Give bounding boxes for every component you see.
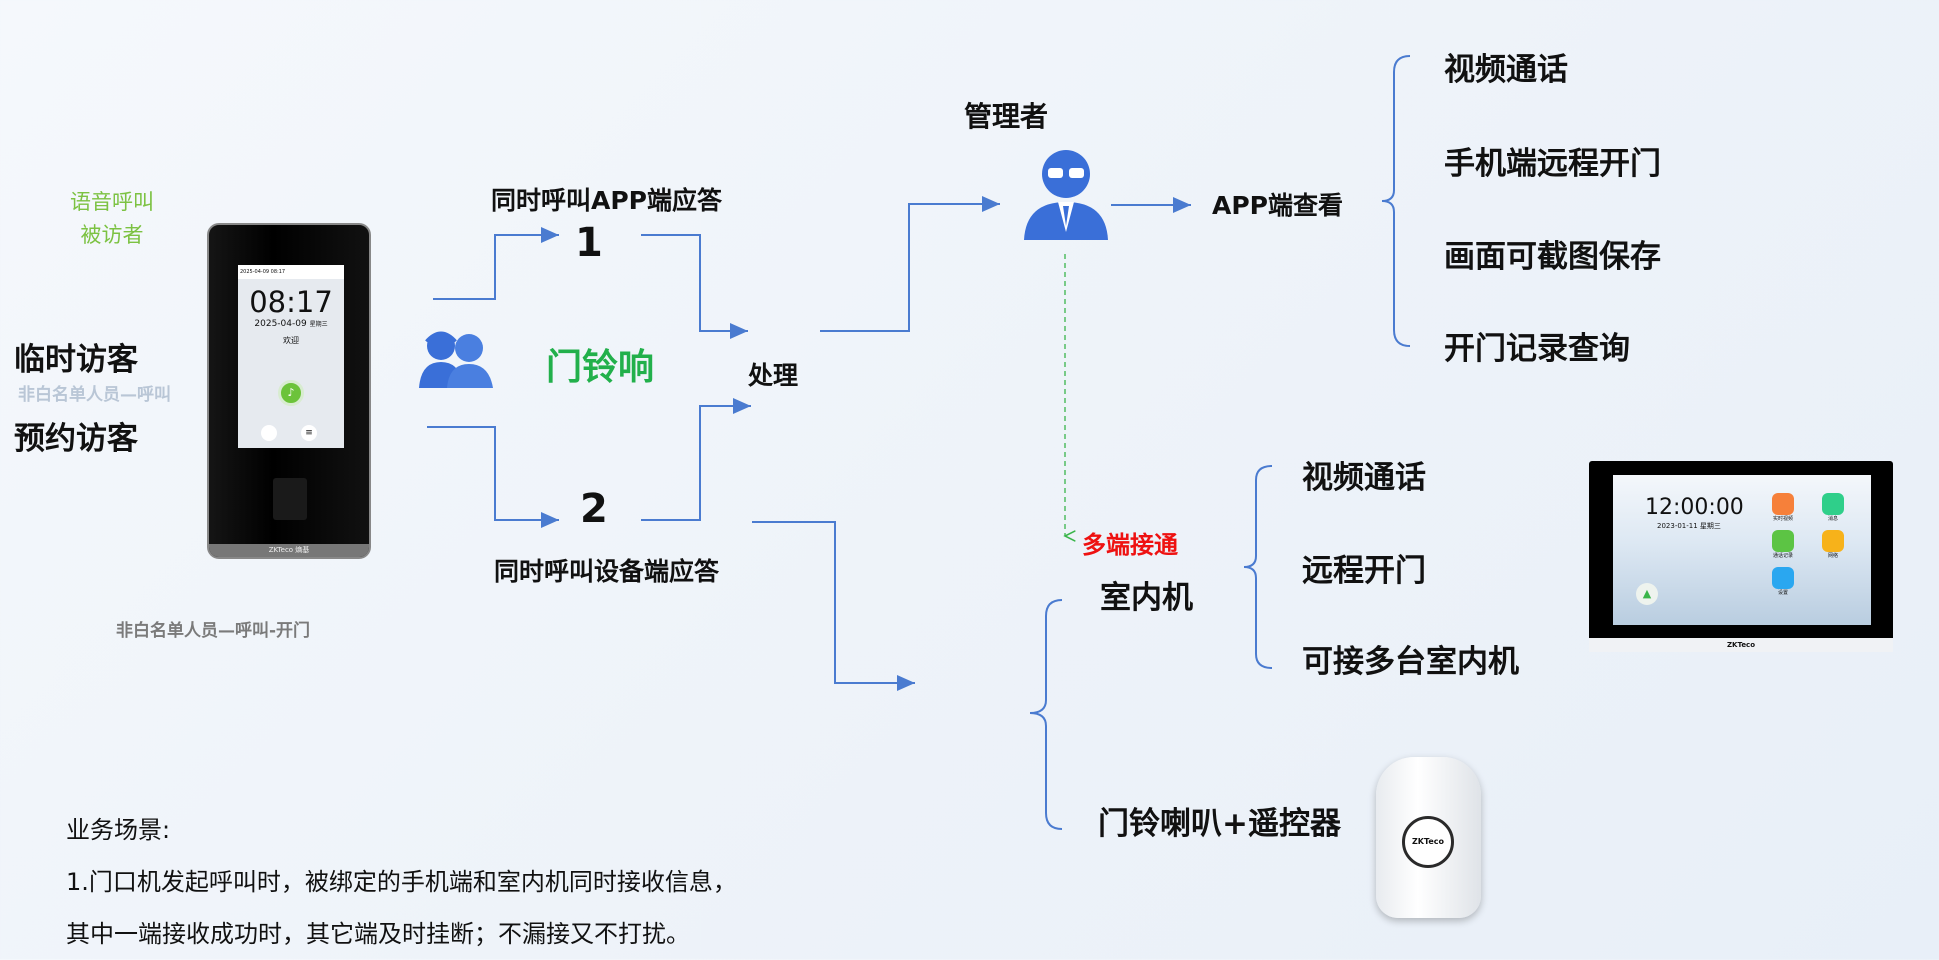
scenario-line: 1.门口机发起呼叫时，被绑定的手机端和室内机同时接收信息， bbox=[66, 868, 737, 896]
speaker-remote-label: 门铃喇叭+遥控器 bbox=[1098, 806, 1341, 842]
bell-icon[interactable]: ▲ bbox=[1636, 583, 1658, 605]
brace-devices bbox=[1029, 599, 1063, 830]
app-settings[interactable]: 设置 bbox=[1763, 567, 1803, 596]
app-live-video[interactable]: 实时视频 bbox=[1763, 493, 1803, 522]
device-clock: 08:17 bbox=[249, 285, 333, 319]
device-brand-logo: ZKTeco 熵基 bbox=[209, 544, 369, 557]
bell-call-icon: ♪ bbox=[278, 380, 304, 406]
overlay-faint-text: 非白名单人员—呼叫 bbox=[18, 385, 171, 405]
status-bar-time: 2025-04-09 08:17 bbox=[238, 265, 344, 279]
step-1: 1 bbox=[575, 220, 603, 266]
app-view-label: APP端查看 bbox=[1212, 191, 1343, 220]
manager-label: 管理者 bbox=[964, 100, 1049, 133]
call-app-label: 同时呼叫APP端应答 bbox=[491, 186, 722, 215]
arrow-process-to-manager bbox=[820, 196, 1000, 332]
app-messages[interactable]: 消息 bbox=[1813, 493, 1853, 522]
app-call-log[interactable]: 通话记录 bbox=[1763, 530, 1803, 559]
indoor-feature-video-call: 视频通话 bbox=[1302, 460, 1426, 496]
indoor-feature-multi-units: 可接多台室内机 bbox=[1302, 644, 1519, 680]
call-device-label: 同时呼叫设备端应答 bbox=[494, 557, 720, 586]
business-scenario: 业务场景: 1.门口机发起呼叫时，被绑定的手机端和室内机同时接收信息， 其中一端… bbox=[66, 804, 737, 960]
manager-icon bbox=[1024, 150, 1108, 240]
arrow-device-to-process bbox=[641, 398, 751, 521]
booked-visitor-label: 预约访客 bbox=[14, 421, 138, 457]
app-feature-door-log: 开门记录查询 bbox=[1444, 331, 1630, 367]
speaker-brand-logo: ZKTeco bbox=[1402, 816, 1454, 868]
brace-app bbox=[1381, 55, 1411, 347]
visitors-icon bbox=[419, 331, 493, 388]
app-feature-remote-open: 手机端远程开门 bbox=[1444, 146, 1661, 182]
arrow-to-indoor-group bbox=[752, 521, 915, 691]
temp-visitor-label: 临时访客 bbox=[14, 342, 138, 378]
app-feature-screenshot: 画面可截图保存 bbox=[1444, 239, 1661, 275]
voice-call-label: 语音呼叫被访者 bbox=[70, 190, 154, 247]
indoor-monitor-device: 12:00:00 2023-01-11 星期三 实时视频 消息 通话记录 网络 … bbox=[1589, 461, 1893, 652]
keypad-icon bbox=[261, 425, 277, 441]
menu-icon: ≡ bbox=[301, 425, 317, 441]
doorbell-speaker-device: ZKTeco bbox=[1376, 757, 1481, 918]
indoor-date: 2023-01-11 bbox=[1657, 522, 1698, 530]
scenario-title: 业务场景: bbox=[66, 816, 171, 844]
arrow-app-to-process bbox=[641, 234, 748, 339]
multi-terminal-label: 多端接通 bbox=[1082, 531, 1178, 559]
doorbell-ring-label: 门铃响 bbox=[546, 347, 655, 388]
step-2: 2 bbox=[580, 486, 608, 532]
device-welcome: 欢迎 bbox=[283, 336, 299, 345]
brace-indoor bbox=[1243, 465, 1273, 669]
arrow-to-app-call bbox=[433, 227, 559, 300]
process-label: 处理 bbox=[748, 361, 799, 390]
device-date: 2025-04-09 bbox=[254, 319, 307, 329]
indoor-weekday: 星期三 bbox=[1699, 522, 1721, 530]
indoor-clock: 12:00:00 bbox=[1645, 495, 1744, 520]
app-network[interactable]: 网络 bbox=[1813, 530, 1853, 559]
non-whitelist-caption: 非白名单人员—呼叫-开门 bbox=[116, 621, 311, 641]
scenario-line: 其中一端接收成功时，其它端及时挂断；不漏接又不打扰。 bbox=[66, 920, 690, 948]
door-station-device: 2025-04-09 08:17 08:17 2025-04-09 星期三 欢迎… bbox=[207, 223, 371, 559]
app-feature-video-call: 视频通话 bbox=[1444, 52, 1568, 88]
indoor-feature-remote-open: 远程开门 bbox=[1302, 553, 1426, 589]
device-weekday: 星期三 bbox=[309, 321, 328, 328]
indoor-brand-logo: ZKTeco bbox=[1589, 638, 1893, 652]
arrow-to-device-call bbox=[427, 426, 559, 528]
indoor-unit-label: 室内机 bbox=[1100, 580, 1193, 616]
